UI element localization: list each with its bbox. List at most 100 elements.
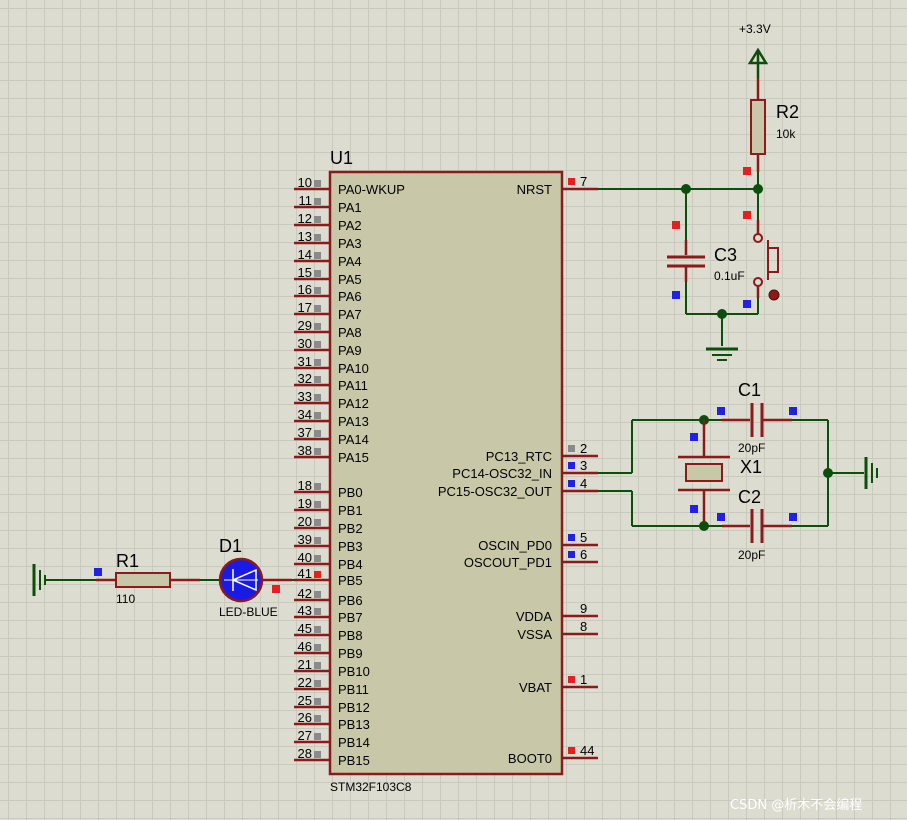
pin-name: PB14 [338,735,370,750]
sw-pin-marker-top [743,211,751,219]
r2-resistor[interactable] [750,99,766,155]
pin-number: 11 [299,193,313,208]
pin-name: PA9 [338,343,362,358]
u1-pin-pb14[interactable]: 27 PB14 [294,728,370,750]
x1-pin-marker-bottom [690,505,698,513]
pin-name: PB8 [338,628,363,643]
pin-state-marker [314,680,321,687]
x1-crystal[interactable] [678,455,730,492]
pin-number: 25 [298,693,312,708]
pin-state-marker [314,733,321,740]
c2-capacitor[interactable] [750,509,764,543]
pin-number: 3 [580,458,587,473]
c2-pin-marker-right [789,513,797,521]
pin-name: PA15 [338,450,369,465]
pin-state-marker [314,483,321,490]
pin-number: 20 [298,514,312,529]
pin-state-marker [314,216,321,223]
pin-name: NRST [517,182,552,197]
ground-symbol-reset[interactable] [706,347,738,361]
c1-capacitor[interactable] [750,403,764,437]
pin-state-marker [314,555,321,562]
ground-symbol-crystal[interactable] [864,457,878,489]
button-actuator-icon[interactable] [768,289,780,301]
pin-name: PB5 [338,573,363,588]
pin-state-marker [314,323,321,330]
c3-capacitor[interactable] [667,255,705,268]
pin-number: 12 [298,211,312,226]
power-symbol-3v3[interactable] [747,47,769,78]
pin-state-marker [314,180,321,187]
reset-button[interactable] [753,233,780,301]
pin-number: 7 [580,174,587,189]
u1-pin-pb12[interactable]: 25 PB12 [294,693,370,715]
r1-resistor[interactable] [115,572,171,588]
pin-state-marker [314,501,321,508]
pin-name: PA11 [338,378,368,393]
pin-name: OSCIN_PD0 [478,538,552,553]
d1-led[interactable] [218,557,264,603]
u1-part-name: STM32F103C8 [330,780,412,794]
pin-name: PB7 [338,610,363,625]
c1-ref: C1 [738,380,761,400]
pin-name: PA8 [338,325,362,340]
pin-state-marker [314,698,321,705]
pin-state-marker [314,234,321,241]
pin-state-marker [314,394,321,401]
pin-name: OSCOUT_PD1 [464,555,552,570]
pin-name: PB12 [338,700,370,715]
pin-name: VDDA [516,609,552,624]
pin-number: 22 [298,675,312,690]
pin-name: PA13 [338,414,369,429]
ground-symbol-led[interactable] [28,564,46,596]
pin-number: 27 [298,728,312,743]
pin-state-marker [568,676,575,683]
u1-pin-pa1[interactable]: 11 PA1 [294,193,362,215]
pin-name: PA1 [338,200,362,215]
pin-name: PB10 [338,664,370,679]
pin-number: 31 [298,354,312,369]
pin-number: 18 [298,478,312,493]
